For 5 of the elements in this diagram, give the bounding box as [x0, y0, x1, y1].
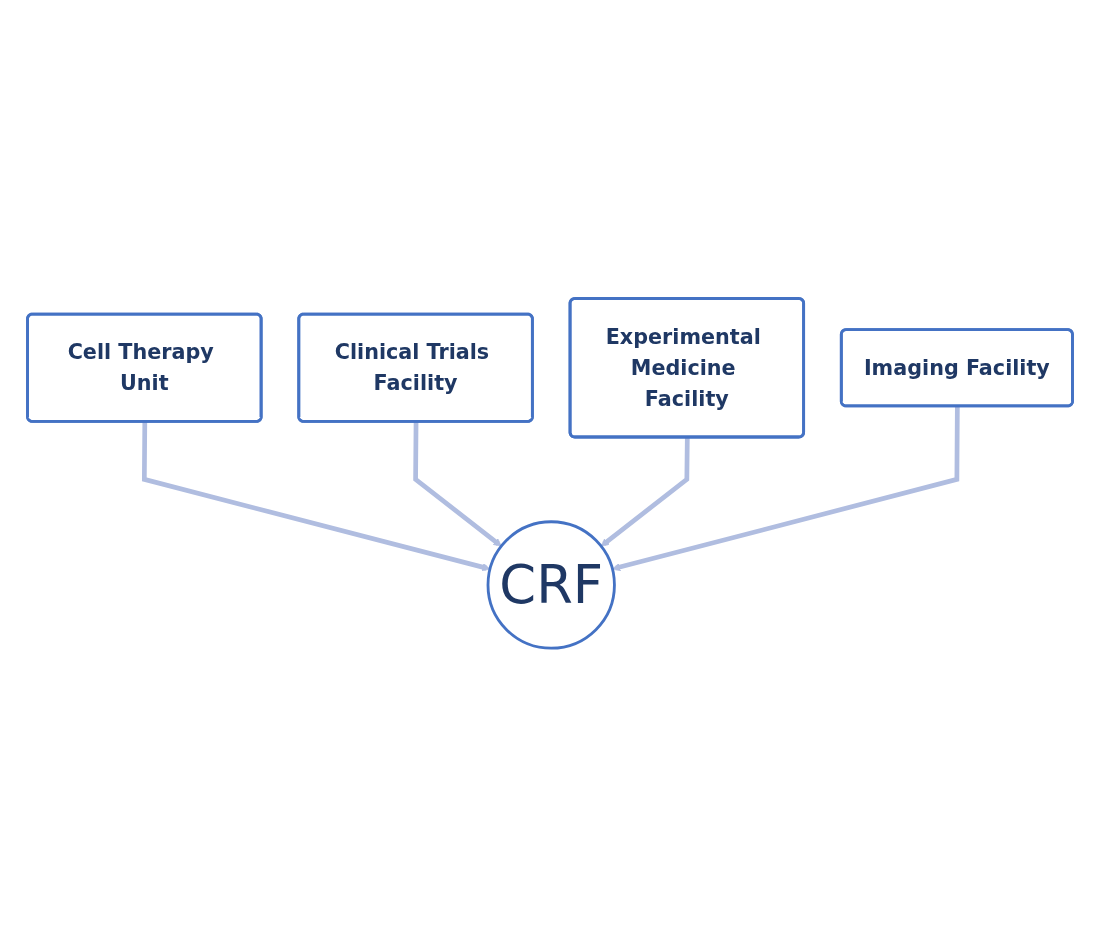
arrow [413, 422, 502, 547]
arrow [141, 422, 491, 572]
arrow [600, 437, 690, 547]
node-circle: CRF [486, 520, 616, 650]
arrow [612, 406, 960, 572]
